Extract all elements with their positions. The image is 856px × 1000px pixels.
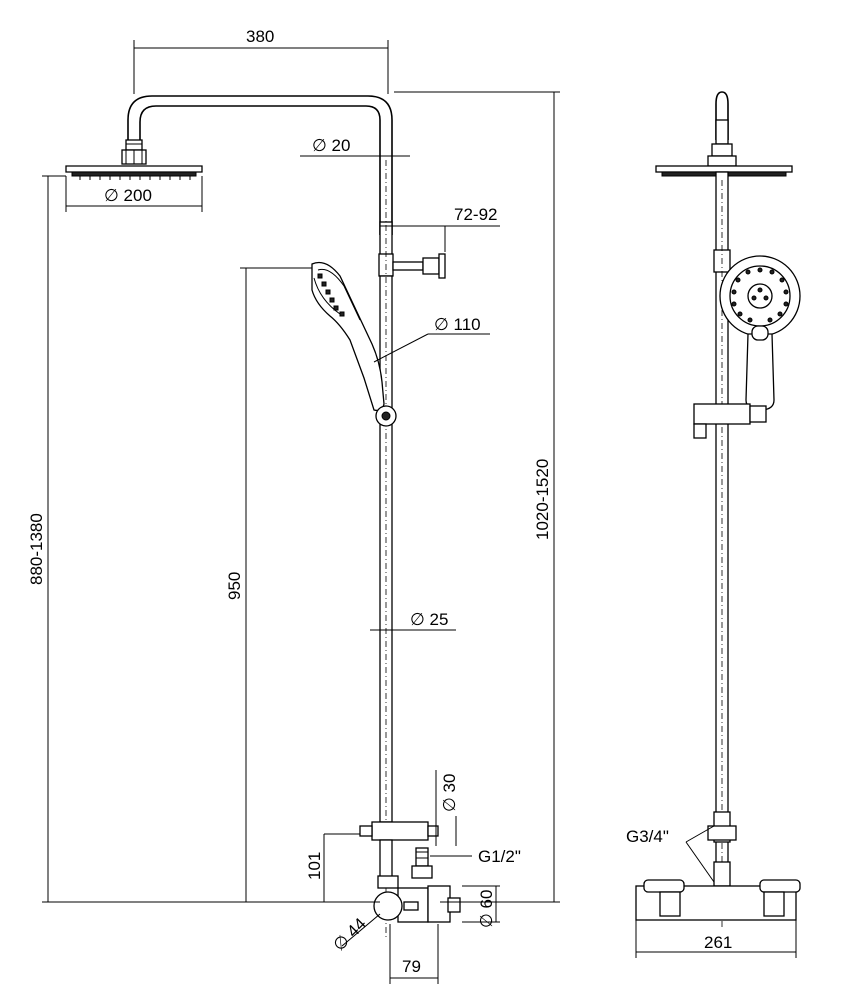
dim-body-depth: 79 <box>402 957 421 976</box>
dim-total-height: 1020-1520 <box>533 459 552 540</box>
side-overhead-arm <box>707 91 737 167</box>
dim-diverter-diameter: ∅ 30 <box>440 774 459 812</box>
dim-hand-shower-diameter: ∅ 110 <box>434 315 481 334</box>
side-mixer-body <box>635 879 801 921</box>
rain-shower-head <box>65 165 203 180</box>
dim-mixer-width: 261 <box>704 933 732 952</box>
side-diverter <box>707 811 737 887</box>
dim-inlet-thread: G3/4" <box>626 827 669 846</box>
side-view: G3/4" 261 <box>626 91 801 958</box>
thermostatic-mixer-front <box>373 875 461 923</box>
diverter-block <box>359 821 439 881</box>
dim-arm-width: 380 <box>246 27 274 46</box>
dim-main-pipe-diameter: ∅ 25 <box>410 610 448 629</box>
side-hand-shower <box>719 255 801 411</box>
dim-wall-bracket: 72-92 <box>454 205 497 224</box>
dim-left-height: 880-1380 <box>27 513 46 585</box>
dim-pipe-top-diameter: ∅ 20 <box>312 136 350 155</box>
dim-knob-diameter: ∅ 44 <box>329 914 370 955</box>
front-view: 380 ∅ 20 ∅ 200 72-92 ∅ 110 1020-1520 880… <box>27 27 560 984</box>
side-slider <box>693 403 767 439</box>
side-dimension-lines <box>635 825 797 958</box>
dim-rail-height: 950 <box>225 572 244 600</box>
dim-valve-offset: 101 <box>305 852 324 880</box>
dim-body-height: ∅ 60 <box>477 890 496 928</box>
hand-shower <box>311 261 397 427</box>
overhead-arm <box>121 95 393 235</box>
dim-head-diameter: ∅ 200 <box>104 186 152 205</box>
front-dimension-lines <box>42 40 560 984</box>
wall-bracket <box>392 253 446 279</box>
dim-outlet-thread: G1/2" <box>478 847 521 866</box>
